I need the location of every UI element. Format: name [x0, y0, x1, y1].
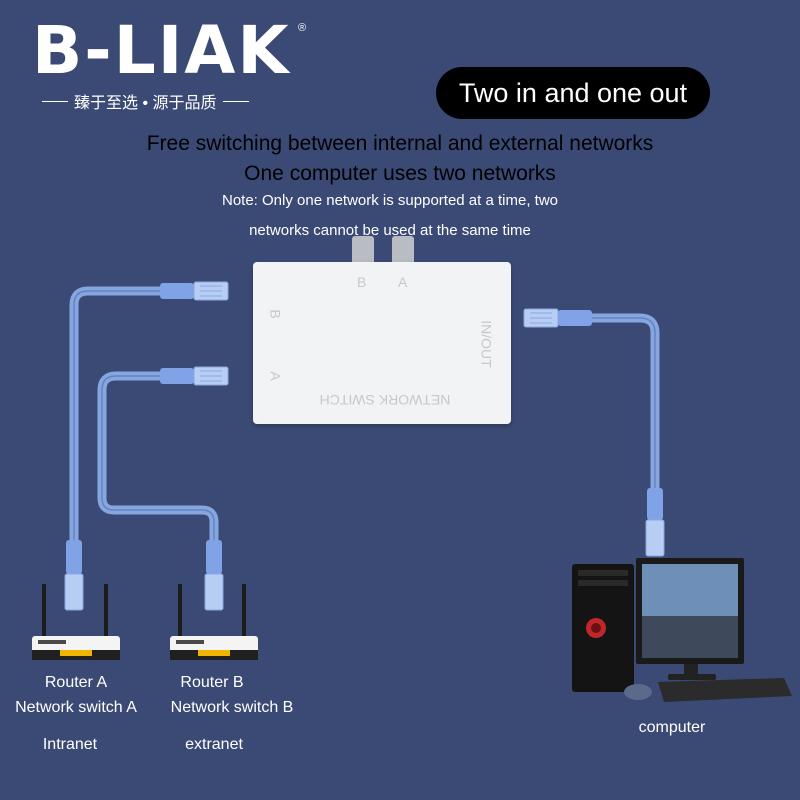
brand-logo: B-LIAK — [32, 12, 291, 89]
note-line-1: Note: Only one network is supported at a… — [222, 192, 558, 209]
router-a-type: Network switch A — [15, 699, 137, 716]
router-b-image — [170, 584, 258, 660]
router-b-name: Router B — [180, 674, 244, 691]
computer-label: computer — [638, 719, 706, 736]
rj45-plug-mid-left — [160, 366, 229, 386]
cable-computer — [585, 313, 660, 495]
top-connector-b — [352, 236, 374, 266]
headline-line-1: Free switching between internal and exte… — [146, 132, 654, 155]
switch-port-label-inout: IN/OUT — [478, 320, 495, 368]
tagline-rule-right — [222, 100, 249, 102]
two-in-one-out-badge: Two in and one out — [436, 67, 710, 119]
router-a-image — [32, 584, 120, 660]
router-a-network: Intranet — [42, 736, 98, 753]
cable-router-b — [97, 371, 219, 555]
registered-mark: ® — [298, 22, 307, 34]
rj45-plug-right — [523, 308, 592, 328]
switch-port-label-a: A — [267, 371, 284, 381]
router-b-type: Network switch B — [170, 699, 294, 716]
tagline-text: 臻于至选 • 源于品质 — [74, 95, 217, 112]
switch-top-label-b: B — [357, 274, 367, 290]
top-connector-a — [392, 236, 414, 266]
note-line-2: networks cannot be used at the same time — [249, 222, 531, 239]
router-a-name: Router A — [44, 674, 108, 691]
switch-top-label-a: A — [398, 274, 408, 290]
brand-tagline: 臻于至选 • 源于品质 — [42, 89, 249, 113]
computer-image — [572, 558, 792, 702]
rj45-plug-router-a — [64, 540, 84, 611]
router-b-network: extranet — [185, 736, 243, 753]
headline-line-2: One computer uses two networks — [244, 162, 556, 185]
switch-port-label-b: B — [267, 309, 284, 319]
switch-model-label: NETWORK SWITCH — [319, 392, 451, 408]
network-switch-device: B A B A IN/OUT NETWORK SWITCH — [253, 262, 511, 424]
rj45-plug-computer — [645, 488, 665, 557]
rj45-plug-top-left — [160, 281, 229, 301]
rj45-plug-router-b — [204, 540, 224, 611]
tagline-rule-left — [42, 100, 68, 102]
